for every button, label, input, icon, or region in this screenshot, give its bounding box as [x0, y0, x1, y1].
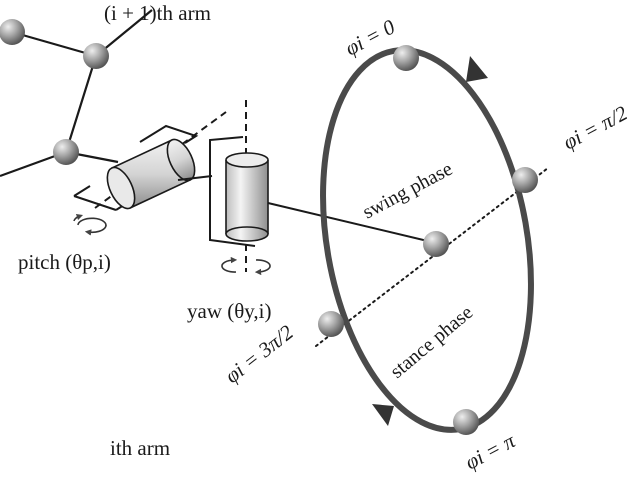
phase-pi-sphere: [453, 409, 479, 435]
phase-axis: [315, 167, 549, 347]
phase-pi2-sphere: [512, 167, 538, 193]
oscillator-center-sphere: [423, 231, 449, 257]
phase-3pi2-sphere: [318, 311, 344, 337]
this-arm-label: ith arm: [110, 436, 170, 460]
swing-phase-label: swing phase: [359, 158, 456, 224]
sphere-upper-mid: [83, 43, 109, 69]
joint-spheres: [0, 19, 538, 435]
sphere-lower-left: [53, 139, 79, 165]
phi-pi2-label: φi = π/2: [559, 101, 632, 155]
yaw-cylinder: [225, 152, 269, 242]
pitch-bracket: [73, 124, 199, 211]
phi-pi-label: φi = π: [461, 428, 519, 474]
stance-phase-label: stance phase: [386, 301, 477, 383]
sphere-upper-left: [0, 19, 25, 45]
arm-link: [267, 202, 437, 244]
pitch-label: pitch (θp,i): [18, 250, 111, 274]
stance-direction-arrow: [372, 404, 394, 426]
swing-direction-arrow: [466, 56, 488, 82]
yaw-bracket: [209, 136, 256, 247]
pitch-yaw-link: [177, 175, 213, 181]
pitch-cylinder: [106, 138, 196, 210]
phi-3pi2-label: φi = 3π/2: [220, 320, 298, 388]
yaw-rotation-icon: [221, 256, 271, 276]
pitch-rotation-icon: [73, 214, 107, 236]
yaw-label: yaw (θy,i): [187, 299, 272, 323]
next-arm-label: (i + 1)th arm: [104, 1, 211, 25]
phase-0-sphere: [393, 45, 419, 71]
